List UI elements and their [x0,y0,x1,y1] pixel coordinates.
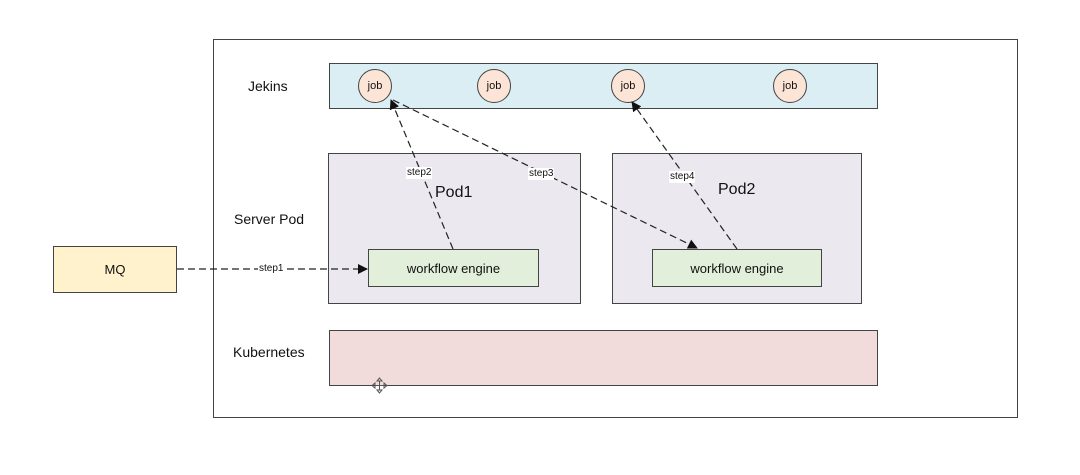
pod-2-workflow-engine[interactable]: workflow engine [652,249,822,287]
pod-1-title: Pod1 [435,184,473,201]
lane-label-kubernetes: Kubernetes [233,344,305,360]
move-cursor-icon [371,377,388,394]
step-label-3: step3 [528,168,555,180]
kubernetes-bar [329,330,878,386]
job-node-1[interactable]: job [358,69,392,103]
step-label-4: step4 [669,171,696,183]
lane-label-jenkins: Jekins [248,78,288,94]
cluster-frame [213,39,1018,418]
pod-1-workflow-engine[interactable]: workflow engine [368,249,539,287]
job-node-2[interactable]: job [477,69,511,103]
step-label-2: step2 [406,167,433,179]
lane-label-server-pod: Server Pod [234,211,305,227]
step-label-1: step1 [258,263,285,275]
job-node-4[interactable]: job [773,69,807,103]
mq-box[interactable]: MQ [53,246,177,293]
pod-2-title: Pod2 [718,181,756,198]
job-node-3[interactable]: job [611,69,645,103]
